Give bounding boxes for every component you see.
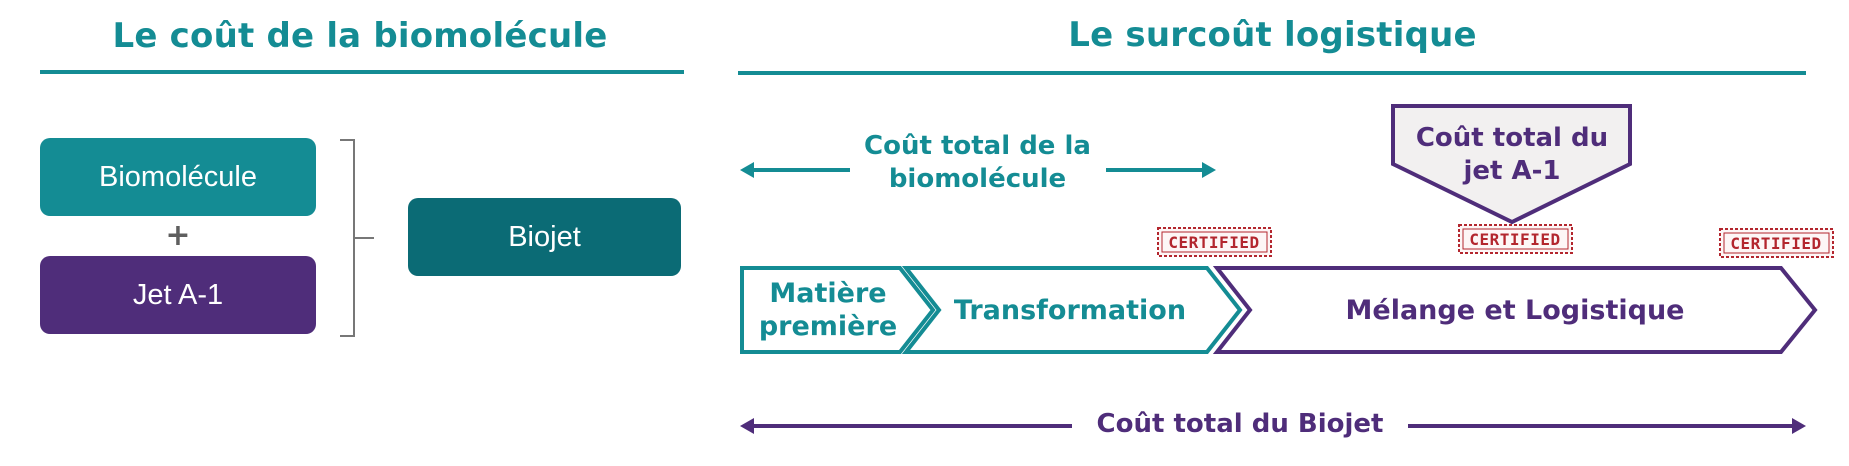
chevron-melange-logistique: [1212, 266, 1818, 354]
right-title-underline: [738, 71, 1806, 75]
jet-a1-box: Jet A-1: [40, 256, 316, 334]
right-section-title: Le surcoût logistique: [1068, 15, 1477, 55]
jet-a1-callout: [1391, 104, 1632, 225]
biomolecule-box: Biomolécule: [40, 138, 316, 216]
stage-melange-logistique-label: Mélange et Logistique: [1345, 294, 1685, 326]
biojet-arrowhead-left: [740, 418, 754, 434]
certified-stamp-2-text: CERTIFIED: [1469, 230, 1560, 249]
biomolecule-arrowhead-left: [740, 162, 754, 178]
chevron-matiere-premiere: [740, 266, 936, 354]
certified-stamp-3: CERTIFIED: [1719, 228, 1834, 258]
cout-total-jet-a1-label: Coût total du jet A-1: [1415, 123, 1609, 186]
cout-total-biomolecule-label: Coût total de la biomolécule: [864, 131, 1091, 194]
chevron-transformation: [901, 266, 1243, 354]
grouping-bracket: [340, 139, 374, 337]
biojet-box: Biojet: [408, 198, 681, 276]
biomolecule-arrowhead-right: [1202, 162, 1216, 178]
certified-stamp-1: CERTIFIED: [1157, 227, 1272, 257]
certified-stamp-2: CERTIFIED: [1458, 224, 1573, 254]
plus-sign: +: [165, 218, 191, 253]
certified-stamp-1-text: CERTIFIED: [1168, 233, 1259, 252]
cout-total-biojet-label: Coût total du Biojet: [1096, 409, 1384, 439]
biojet-arrowhead-right: [1792, 418, 1806, 434]
stage-transformation-label: Transformation: [953, 294, 1187, 326]
left-title-underline: [40, 70, 684, 74]
left-section-title: Le coût de la biomolécule: [112, 16, 608, 56]
stage-matiere-premiere-label: Matière première: [758, 278, 898, 342]
certified-stamp-3-text: CERTIFIED: [1730, 234, 1821, 253]
